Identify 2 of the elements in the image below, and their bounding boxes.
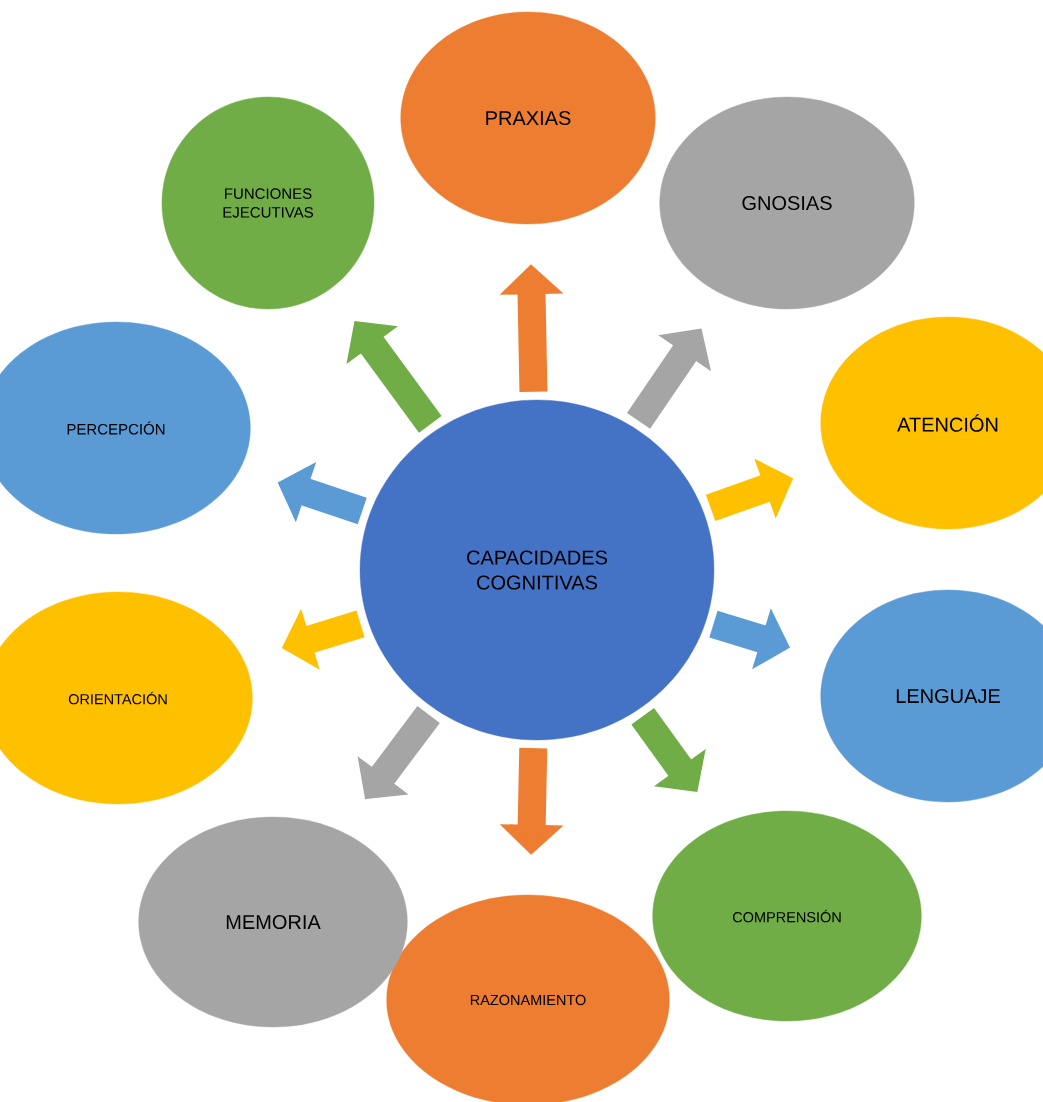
block-arrow: [631, 708, 706, 792]
block-arrow: [346, 321, 442, 433]
